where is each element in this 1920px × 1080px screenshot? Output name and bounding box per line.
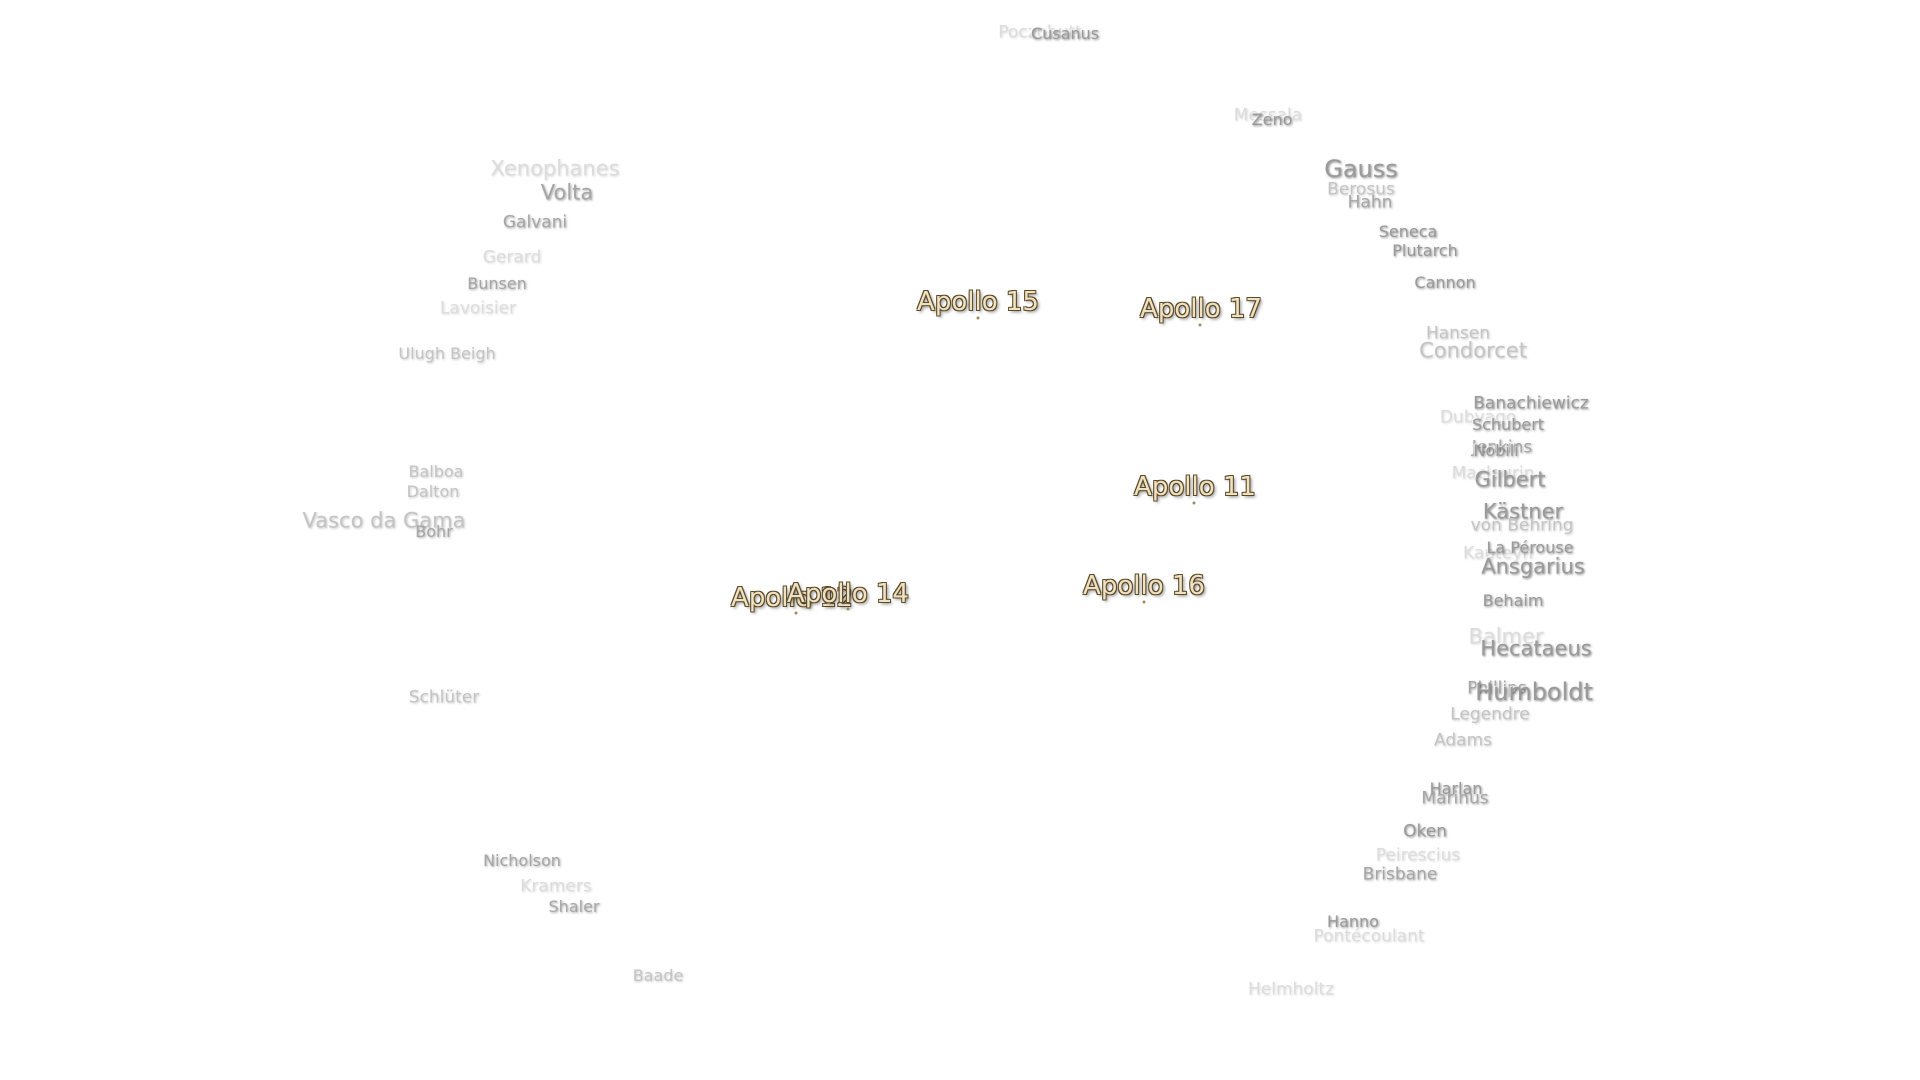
crater-label[interactable]: Seneca [1378,222,1438,241]
crater-label[interactable]: Balmer [1468,624,1544,649]
crater-label[interactable]: Maclaurin [1451,463,1535,484]
crater-label[interactable]: Volta [540,180,594,205]
crater-label[interactable]: Poczobutt [998,22,1082,43]
crater-label[interactable]: Kapteyn [1462,543,1534,564]
crater-label[interactable]: Bunsen [467,274,527,293]
crater-label[interactable]: Legendre [1450,704,1530,725]
crater-label[interactable]: Messala [1233,105,1303,126]
crater-label[interactable]: Marinus [1421,788,1489,809]
crater-label[interactable]: Ansgarius [1481,554,1585,579]
crater-label[interactable]: Plutarch [1392,241,1458,260]
crater-label[interactable]: von Behring [1470,515,1574,536]
crater-label[interactable]: Dalton [406,482,460,501]
crater-label[interactable]: Nobili [1473,441,1519,460]
crater-label[interactable]: Pontécoulant [1313,926,1425,947]
crater-label[interactable]: Hahn [1347,192,1393,213]
crater-label[interactable]: Nicholson [483,851,561,870]
crater-label[interactable]: Helmholtz [1247,979,1335,1000]
crater-label[interactable]: Oken [1403,821,1447,842]
apollo-14-site-marker [846,607,850,611]
crater-label[interactable]: Gerard [482,247,542,268]
crater-label[interactable]: Brisbane [1362,864,1438,885]
crater-label[interactable]: Adams [1434,730,1492,751]
apollo-17-label[interactable]: Apollo 17 [1140,294,1262,324]
crater-label[interactable]: Baade [632,966,684,985]
crater-label[interactable]: Balboa [408,462,464,481]
crater-label[interactable]: Schlüter [408,687,480,708]
crater-label[interactable]: Condorcet [1419,338,1527,363]
crater-label[interactable]: Phillips [1467,678,1527,699]
apollo-11-label[interactable]: Apollo 11 [1134,472,1256,502]
crater-label[interactable]: La Pérouse [1486,538,1574,557]
crater-label[interactable]: Kramers [520,876,592,897]
apollo-17-site-marker [1198,323,1202,327]
apollo-11-site-marker [1192,501,1196,505]
crater-label[interactable]: Hecataeus [1480,636,1592,661]
apollo-12-label[interactable]: Apollo 12 [731,583,853,613]
apollo-16-label[interactable]: Apollo 16 [1083,571,1205,601]
crater-label[interactable]: Cannon [1414,273,1476,292]
crater-label[interactable]: Galvani [502,212,568,233]
crater-label[interactable]: Behaim [1482,591,1544,610]
apollo-15-site-marker [976,316,980,320]
crater-label[interactable]: Gauss [1324,155,1398,183]
apollo-12-site-marker [794,611,798,615]
crater-label[interactable]: Hansen [1425,323,1491,344]
crater-label[interactable]: Gilbert [1474,467,1546,492]
crater-label[interactable]: Lavoisier [439,298,517,319]
apollo-16-site-marker [1142,600,1146,604]
crater-label[interactable]: Cusanus [1030,24,1100,43]
crater-label[interactable]: Bohr [415,522,453,541]
crater-label[interactable]: Peirescius [1375,845,1461,866]
crater-label[interactable]: Banachiewicz [1473,393,1589,414]
crater-label[interactable]: Shaler [548,897,600,916]
crater-label[interactable]: Berosus [1327,179,1395,200]
crater-label[interactable]: Ulugh Beigh [398,344,496,363]
crater-label[interactable]: Dubyago [1439,407,1517,428]
crater-label[interactable]: Schubert [1471,415,1545,434]
crater-label[interactable]: Zeno [1251,110,1293,129]
crater-label[interactable]: Hanno [1327,912,1379,931]
crater-label[interactable]: Harlan [1429,779,1483,798]
apollo-15-label[interactable]: Apollo 15 [917,287,1039,317]
crater-label[interactable]: Xenophanes [490,156,620,181]
crater-label[interactable]: Kästner [1482,499,1564,524]
apollo-14-label[interactable]: Apollo 14 [787,579,909,609]
crater-label[interactable]: Vasco da Gama [302,508,466,533]
crater-label[interactable]: Humboldt [1475,678,1593,706]
crater-label[interactable]: Jenkins [1471,437,1533,458]
